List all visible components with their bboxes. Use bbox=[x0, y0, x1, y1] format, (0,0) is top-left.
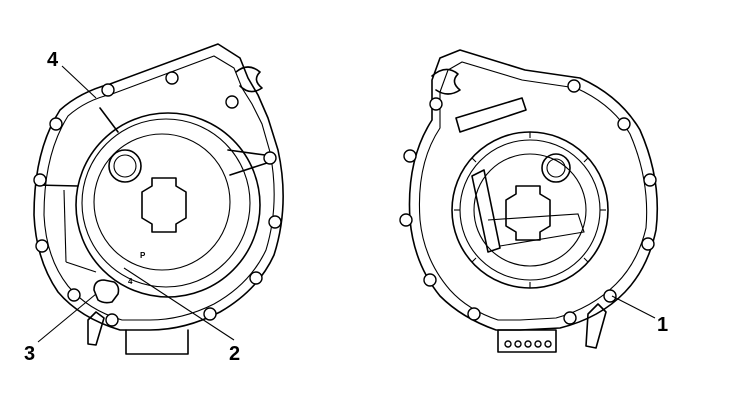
left-housing-inner-rim bbox=[43, 55, 275, 321]
bolt-hole bbox=[567, 79, 581, 93]
callout-leader bbox=[61, 65, 97, 99]
bolt-hole bbox=[35, 239, 49, 253]
bolt-hole bbox=[101, 83, 115, 97]
bolt-hole bbox=[105, 313, 119, 327]
left-bore-ring bbox=[81, 118, 251, 288]
callout-label: 3 bbox=[24, 343, 35, 365]
bolt-hole bbox=[225, 95, 239, 109]
left-small-bore bbox=[108, 149, 142, 183]
callout-3: 3 bbox=[24, 293, 97, 365]
a-mark: 4 bbox=[128, 277, 133, 286]
bolt-hole bbox=[33, 173, 47, 187]
right-housing-view bbox=[399, 49, 659, 353]
left-inner-bore bbox=[93, 133, 231, 271]
left-housing-top-ear bbox=[235, 66, 263, 93]
bolt-hole bbox=[467, 307, 481, 321]
bolt-hole bbox=[268, 215, 282, 229]
bolt-hole bbox=[403, 149, 417, 163]
left-bottom-mount bbox=[125, 329, 189, 355]
left-port-opening bbox=[93, 279, 120, 304]
right-connector bbox=[497, 329, 557, 353]
callout-4: 4 bbox=[47, 49, 97, 99]
callout-1: 1 bbox=[611, 295, 668, 336]
right-bore-ring bbox=[459, 139, 601, 281]
bolt-hole bbox=[67, 288, 81, 302]
bolt-hole bbox=[617, 117, 631, 131]
right-stud bbox=[585, 303, 607, 349]
left-rib bbox=[227, 149, 266, 156]
right-bolt-holes bbox=[399, 79, 657, 325]
bolt-hole bbox=[399, 213, 413, 227]
bolt-hole bbox=[429, 97, 443, 111]
right-slot-window bbox=[455, 97, 527, 133]
callout-2: 2 bbox=[123, 267, 240, 365]
callout-label: 2 bbox=[229, 343, 240, 365]
bolt-hole bbox=[563, 311, 577, 325]
right-housing-inner-rim bbox=[418, 61, 648, 321]
left-rib bbox=[229, 161, 271, 176]
right-splined-hub bbox=[505, 185, 551, 241]
right-housing-top-ear bbox=[431, 68, 461, 95]
right-inner-bore bbox=[473, 153, 587, 267]
left-rib bbox=[99, 107, 119, 133]
bolt-hole bbox=[641, 237, 655, 251]
bolt-hole bbox=[263, 151, 277, 165]
p-mark: P bbox=[140, 251, 146, 260]
left-splined-hub bbox=[141, 177, 187, 233]
callout-leader bbox=[611, 295, 656, 319]
left-rib bbox=[65, 261, 97, 273]
left-housing-flange bbox=[33, 43, 284, 331]
callout-label: 4 bbox=[47, 49, 59, 71]
left-bolt-holes bbox=[33, 71, 282, 327]
bolt-hole bbox=[603, 289, 617, 303]
right-small-bore-inner bbox=[546, 158, 566, 178]
callout-leader bbox=[37, 293, 97, 343]
bolt-hole bbox=[203, 307, 217, 321]
right-index-ticks bbox=[454, 132, 606, 288]
left-small-bore-inner bbox=[113, 154, 137, 178]
right-outer-bore bbox=[451, 131, 609, 289]
callout-label: 1 bbox=[657, 314, 668, 336]
bolt-hole bbox=[249, 271, 263, 285]
right-connector-pins bbox=[504, 340, 552, 348]
left-housing-view: P 4 bbox=[33, 43, 284, 355]
callout-leader bbox=[123, 267, 235, 341]
right-internal-arm bbox=[487, 213, 585, 247]
left-rib bbox=[63, 189, 67, 263]
bolt-hole bbox=[643, 173, 657, 187]
bolt-hole bbox=[49, 117, 63, 131]
left-stud bbox=[87, 311, 105, 346]
bolt-hole bbox=[165, 71, 179, 85]
right-small-bore bbox=[541, 153, 571, 183]
bolt-hole bbox=[423, 273, 437, 287]
right-internal-lever bbox=[471, 169, 501, 253]
